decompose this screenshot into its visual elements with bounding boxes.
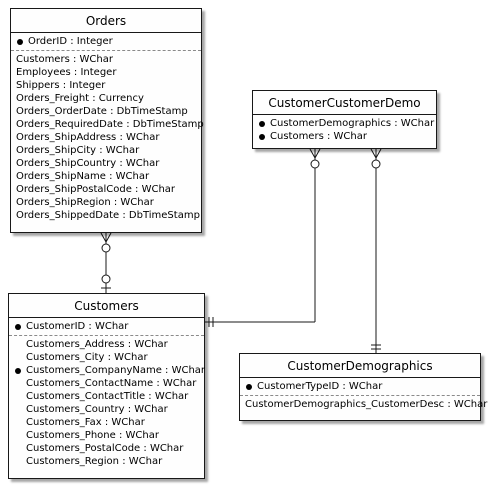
attribute-label: Orders_ShipCountry : WChar [16,158,160,169]
attribute-label: Orders_RequiredDate : DbTimeStamp [16,119,204,130]
field-attribute: Orders_OrderDate : DbTimeStamp [11,105,201,118]
attribute-label: Customers_ContactName : WChar [26,378,197,389]
entity-title: Orders [11,9,201,33]
key-attributes: OrderID : Integer [11,33,201,50]
attribute-label: Orders_ShipCity : WChar [16,145,140,156]
field-attribute: Orders_ShipName : WChar [11,170,201,183]
attribute-label: Shippers : Integer [16,80,106,91]
field-attribute: Customers_Country : WChar [9,403,204,416]
attribute-label: Customers_Phone : WChar [26,430,159,441]
zero-cardinality-icon [371,159,381,169]
zero-cardinality-icon [101,243,111,253]
field-attribute: Customers_Address : WChar [9,338,204,351]
mandatory-bullet-icon [259,133,265,140]
attribute-label: Orders_ShippedDate : DbTimeStamp [16,210,200,221]
key-attribute: CustomerDemographics : WChar [253,117,436,130]
field-attribute: Customers_CompanyName : WChar [9,364,206,377]
attribute-label: CustomerDemographics_CustomerDesc : WCha… [245,399,488,410]
attribute-label: Orders_ShipAddress : WChar [16,132,160,143]
entity-title: CustomerCustomerDemo [253,91,436,115]
field-attribute: Customers_City : WChar [9,351,204,364]
field-attribute: Customers_ContactTitle : WChar [9,390,204,403]
field-attribute: Employees : Integer [11,66,201,79]
entity-customer-customer-demo[interactable]: CustomerCustomerDemo CustomerDemographic… [252,90,437,149]
entity-customers[interactable]: Customers CustomerID : WChar Customers_A… [8,293,205,479]
attribute-label: CustomerTypeID : WChar [257,381,383,392]
key-attributes: CustomerTypeID : WChar [240,378,480,395]
attribute-label: Customers_Country : WChar [26,404,168,415]
field-attribute: Customers_Fax : WChar [9,416,204,429]
field-attribute: Orders_ShipCountry : WChar [11,157,201,170]
key-attribute: CustomerID : WChar [9,320,204,333]
attribute-label: Orders_ShipName : WChar [16,171,150,182]
attribute-label: CustomerDemographics : WChar [270,118,435,129]
entity-title: Customers [9,294,204,318]
mandatory-bullet-icon [15,367,21,374]
mandatory-bullet-icon [259,120,265,127]
field-attribute: Orders_ShippedDate : DbTimeStamp [11,209,201,222]
field-attribute: Orders_Freight : Currency [11,92,201,105]
attribute-label: Customers_Region : WChar [26,456,163,467]
crow-foot-many-icon [370,148,382,160]
attribute-label: Orders_ShipPostalCode : WChar [16,184,176,195]
key-attribute: Customers : WChar [253,130,436,143]
field-attribute: Orders_RequiredDate : DbTimeStamp [11,118,204,131]
field-attributes: CustomerDemographics_CustomerDesc : WCha… [240,395,487,413]
attribute-label: Customers_City : WChar [26,352,148,363]
attribute-label: Customers_Address : WChar [26,339,168,350]
crow-foot-many-icon [100,232,112,244]
field-attribute: Customers_Region : WChar [9,455,204,468]
crow-foot-many-icon [309,148,321,160]
attribute-label: Customers_ContactTitle : WChar [26,391,189,402]
field-attribute: Customers_Phone : WChar [9,429,204,442]
field-attribute: Orders_ShipRegion : WChar [11,196,201,209]
field-attribute: Shippers : Integer [11,79,201,92]
field-attribute: Orders_ShipAddress : WChar [11,131,201,144]
zero-cardinality-icon [101,274,111,284]
zero-cardinality-icon [310,159,320,169]
attribute-label: Customers_CompanyName : WChar [26,365,206,376]
field-attribute: Orders_ShipPostalCode : WChar [11,183,201,196]
mandatory-bullet-icon [17,38,23,45]
field-attribute: CustomerDemographics_CustomerDesc : WCha… [240,398,487,411]
key-attributes: CustomerID : WChar [9,318,204,335]
field-attribute: Customers_ContactName : WChar [9,377,204,390]
mandatory-bullet-icon [15,323,21,330]
attribute-label: OrderID : Integer [28,36,113,47]
field-attribute: Customers : WChar [11,53,201,66]
field-attribute: Customers_PostalCode : WChar [9,442,204,455]
attribute-label: Customers_Fax : WChar [26,417,145,428]
attribute-label: Customers : WChar [16,54,113,65]
key-attribute: CustomerTypeID : WChar [240,380,480,393]
attribute-label: Orders_ShipRegion : WChar [16,197,154,208]
field-attribute: Orders_ShipCity : WChar [11,144,201,157]
attribute-label: Orders_Freight : Currency [16,93,144,104]
entity-title: CustomerDemographics [240,354,480,378]
attribute-label: Orders_OrderDate : DbTimeStamp [16,106,188,117]
attribute-label: CustomerID : WChar [26,321,129,332]
entity-orders[interactable]: Orders OrderID : Integer Customers : WCh… [10,8,204,233]
mandatory-bullet-icon [246,383,252,390]
attribute-label: Employees : Integer [16,67,117,78]
attribute-label: Customers_PostalCode : WChar [26,443,184,454]
key-attribute: OrderID : Integer [11,35,201,48]
entity-customer-demographics[interactable]: CustomerDemographics CustomerTypeID : WC… [239,353,487,421]
attribute-label: Customers : WChar [270,131,367,142]
